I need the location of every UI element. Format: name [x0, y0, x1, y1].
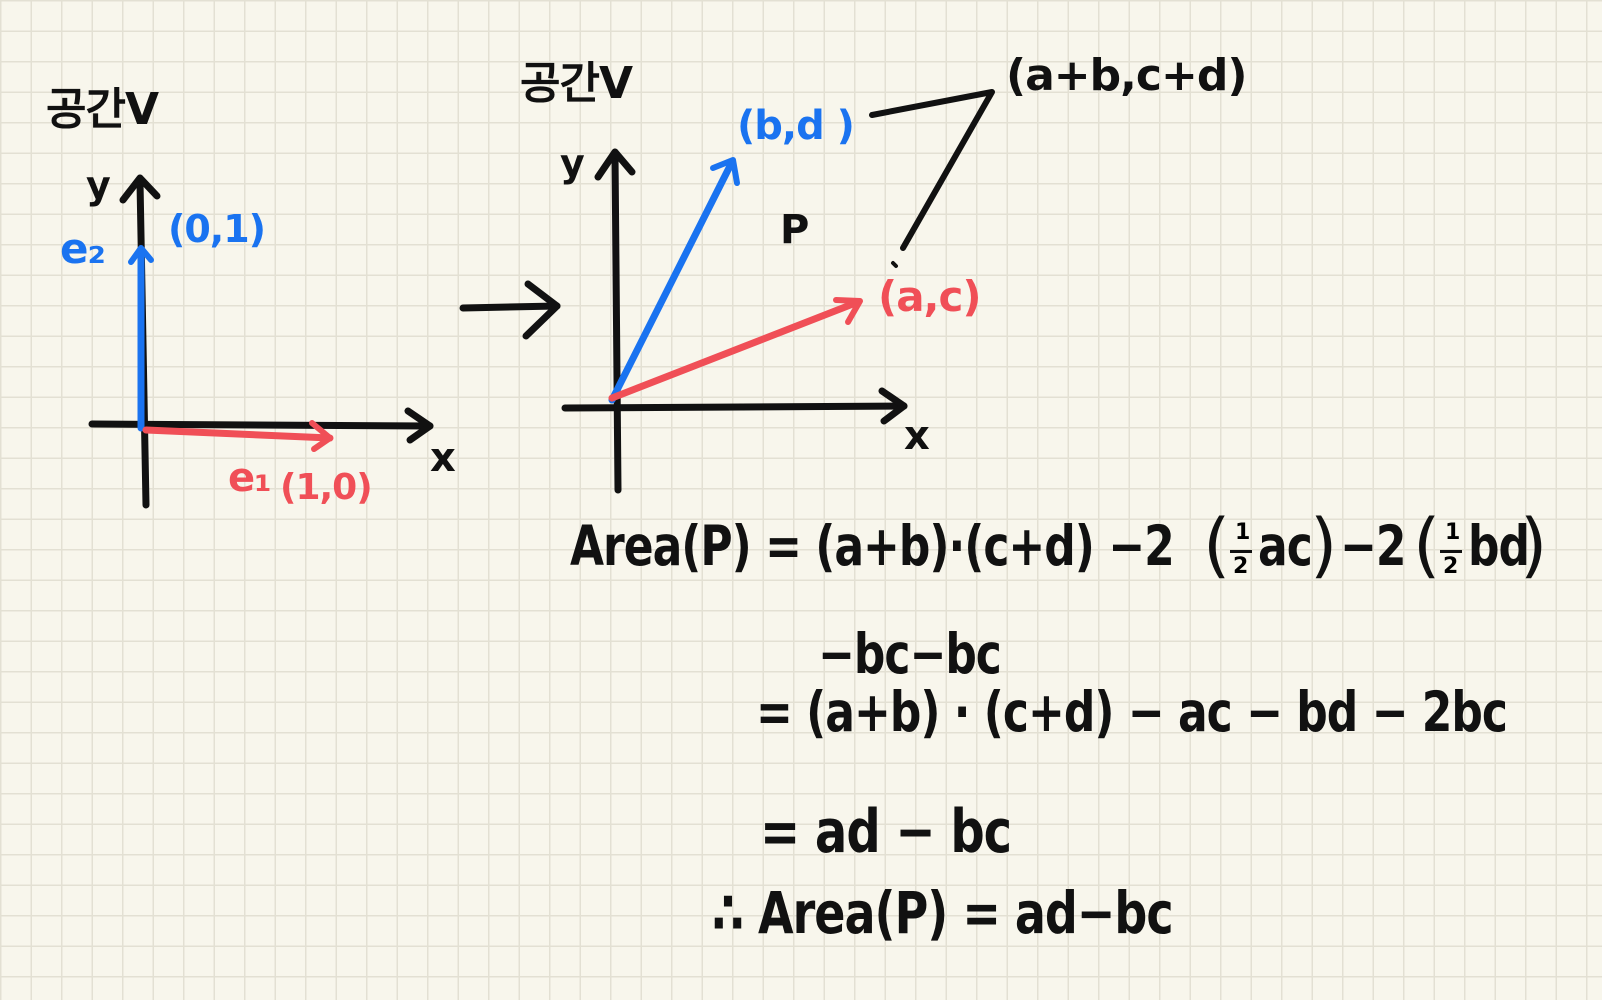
equation-line1-mid: −2 — [1340, 515, 1406, 579]
left-x-axis — [88, 420, 434, 430]
equation-paren-open-2: ( — [1413, 504, 1441, 586]
left-x-axis-label: x — [430, 435, 456, 481]
left-y-axis-arrowhead — [119, 174, 161, 204]
equation-line3: = (a+b) · (c+d) − ac − bd − 2bc — [756, 681, 1508, 745]
half-1-bar — [1230, 550, 1252, 553]
parallelogram-label: P — [780, 207, 809, 253]
right-x-axis — [561, 402, 908, 412]
sum-coords-label: (a+b,c+d) — [1006, 50, 1247, 101]
right-space-label: 공간V — [520, 58, 633, 109]
bd-coords-label: (b,d ) — [737, 103, 855, 149]
left-x-axis-arrowhead — [404, 407, 434, 444]
equation-paren-close-2: ) — [1520, 504, 1548, 586]
half-1-num: 1 — [1235, 520, 1251, 545]
right-y-axis — [611, 151, 622, 494]
e1-arrowhead — [309, 420, 333, 452]
left-y-axis-label: y — [86, 163, 111, 207]
multiply-dot — [969, 554, 977, 562]
equation-line4: = ad − bc — [760, 797, 1012, 867]
equation-line2: −bc−bc — [818, 623, 1002, 687]
equation-line1-term2: bd — [1468, 515, 1530, 579]
sum-connector — [869, 89, 995, 251]
right-x-axis-label: x — [904, 413, 930, 459]
e1-label: e₁ — [228, 455, 272, 501]
e2-coords-label: (0,1) — [168, 207, 266, 251]
half-1-den: 2 — [1233, 554, 1249, 579]
e1-coords-label: (1,0) — [280, 467, 373, 508]
bd-vector — [608, 158, 736, 404]
ac-arrowhead — [833, 297, 863, 325]
ac-coords-label: (a,c) — [878, 272, 982, 321]
equation-paren-close-1: ) — [1310, 504, 1338, 586]
transform-arrow-head — [522, 280, 561, 340]
sum-connector-tick — [891, 261, 898, 268]
equation-line1-term1: ac — [1258, 515, 1313, 579]
e1-vector — [142, 426, 334, 442]
right-x-axis-arrowhead — [878, 387, 908, 425]
half-2-bar — [1440, 550, 1462, 553]
left-space-label: 공간V — [46, 84, 159, 135]
ac-vector — [608, 298, 862, 402]
e2-arrowhead — [128, 245, 154, 265]
equation-line5: ∴ Area(P) = ad−bc — [712, 879, 1174, 947]
half-2-num: 1 — [1445, 520, 1461, 545]
bd-arrowhead — [710, 157, 740, 186]
equation-paren-open-1: ( — [1203, 504, 1231, 586]
equation-line1-lhs: Area(P) = (a+b)·(c+d) −2 — [570, 515, 1175, 579]
half-2-den: 2 — [1443, 554, 1459, 579]
e2-label: e₂ — [60, 224, 106, 273]
transform-arrow-shaft — [459, 302, 561, 312]
right-y-axis-arrowhead — [594, 148, 636, 181]
right-y-axis-label: y — [560, 141, 585, 185]
